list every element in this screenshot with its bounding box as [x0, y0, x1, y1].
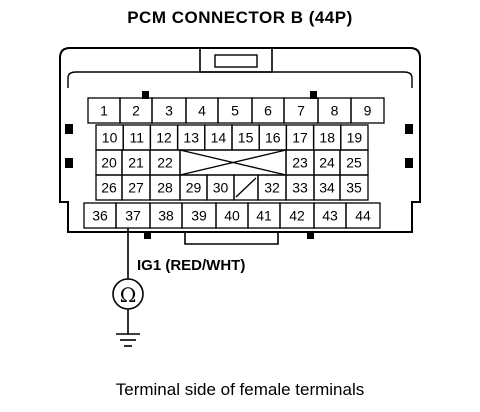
pin-number: 44	[355, 208, 371, 224]
pin-number: 20	[101, 155, 117, 171]
pin-number: 40	[224, 208, 240, 224]
pin-number: 11	[130, 130, 145, 146]
pin-number: 23	[292, 155, 308, 171]
pin-number: 4	[198, 103, 206, 119]
pin-number: 26	[101, 180, 117, 196]
pin-number: 8	[331, 103, 339, 119]
wire-label: IG1 (RED/WHT)	[137, 257, 245, 274]
pin-number: 7	[297, 103, 305, 119]
pin-number: 34	[319, 180, 335, 196]
pin-number: 36	[92, 208, 108, 224]
pin-number: 33	[292, 180, 308, 196]
pin-number: 6	[264, 103, 272, 119]
pin-number: 10	[102, 130, 118, 146]
connector-housing	[59, 47, 421, 245]
blank-cavity-cross	[179, 149, 287, 201]
pin-number: 13	[183, 130, 199, 146]
pin-number: 39	[191, 208, 207, 224]
pin-number: 12	[156, 130, 172, 146]
pin-number: 5	[231, 103, 239, 119]
pin-number: 29	[186, 180, 202, 196]
pin-number: 30	[213, 180, 229, 196]
test-circuit	[112, 228, 144, 347]
pin-number: 3	[165, 103, 173, 119]
pin-number: 9	[364, 103, 372, 119]
pin-number: 18	[319, 130, 335, 146]
pin-number: 25	[346, 155, 362, 171]
pin-cavity-9	[350, 97, 385, 124]
ohmmeter-icon: Ω	[120, 283, 137, 307]
pin-number: 37	[125, 208, 141, 224]
pin-number: 24	[319, 155, 335, 171]
pin-number: 14	[211, 130, 227, 146]
pin-number: 32	[264, 180, 280, 196]
pin-number: 38	[158, 208, 174, 224]
pin-cavity-44	[345, 202, 381, 229]
pin-number: 42	[289, 208, 305, 224]
pin-number: 17	[292, 130, 308, 146]
pin-number: 2	[132, 103, 140, 119]
pin-number: 19	[347, 130, 363, 146]
pin-number: 43	[322, 208, 338, 224]
pin-number: 16	[265, 130, 281, 146]
diagram-title: PCM CONNECTOR B (44P)	[127, 8, 353, 27]
pin-number: 27	[128, 180, 144, 196]
pin-number: 22	[157, 155, 173, 171]
pin-number: 15	[238, 130, 254, 146]
pin-number: 41	[256, 208, 272, 224]
pin-number: 1	[100, 103, 108, 119]
pin-number: 35	[346, 180, 362, 196]
pin-number: 28	[157, 180, 173, 196]
pin-cavity-35	[339, 174, 369, 201]
pin-number: 21	[128, 155, 144, 171]
diagram-caption: Terminal side of female terminals	[115, 380, 365, 399]
